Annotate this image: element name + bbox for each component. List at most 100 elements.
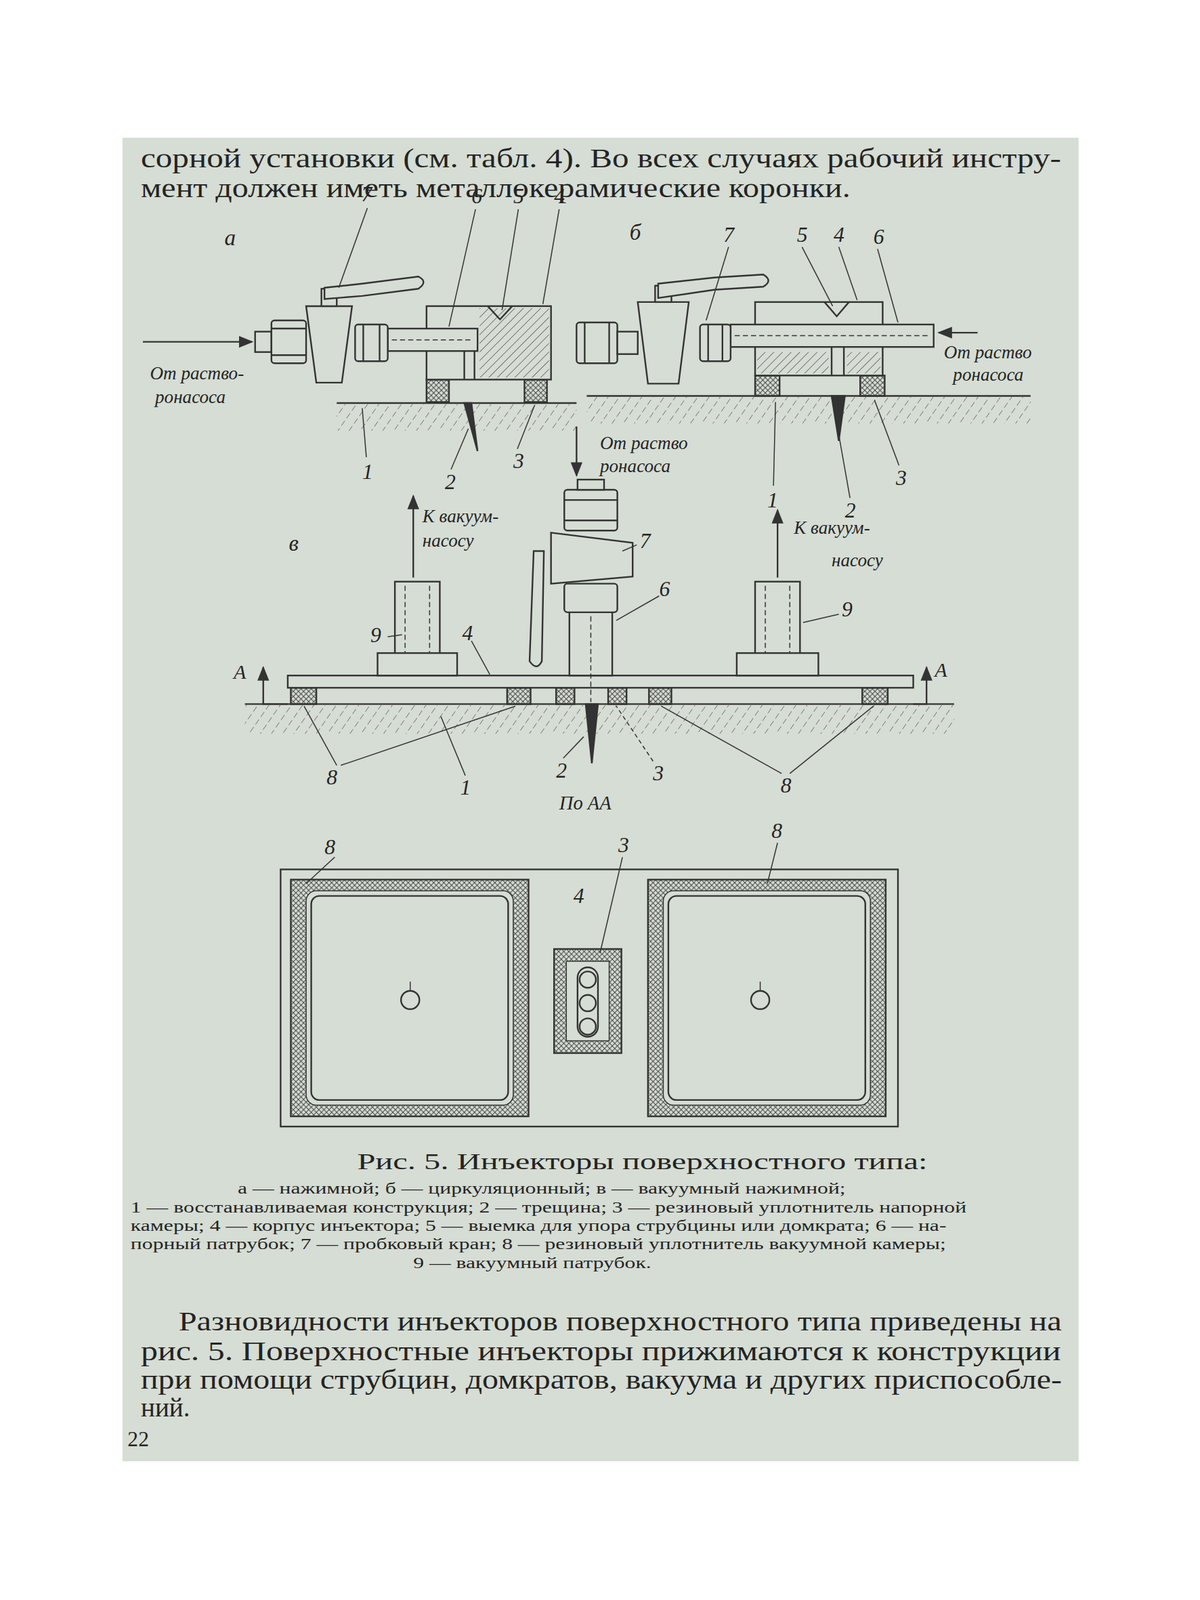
callout-number: 9 (841, 598, 853, 621)
injector-pressing-part (517, 404, 535, 449)
page-number: 22 (127, 1428, 149, 1450)
injector-vacuum-part (648, 687, 672, 704)
injector-vacuum-part (507, 687, 531, 704)
injector-vacuum-part (913, 667, 928, 704)
injector-vacuum-part (340, 705, 516, 765)
flow-label: К вакуум- (793, 518, 870, 537)
injector-vacuum-part (622, 544, 637, 551)
plan-view-part (400, 990, 420, 1010)
injector-circulating-part (831, 395, 846, 441)
legend-line: 9 — вакуумный патрубок. (413, 1255, 651, 1272)
injector-pressing-part (464, 402, 479, 452)
callout-number: 8 (780, 775, 792, 798)
injector-vacuum-part (616, 705, 653, 761)
injector-circulating-part (721, 324, 724, 361)
injector-vacuum-part (803, 614, 840, 623)
flow-label: От раство (600, 433, 689, 452)
injector-vacuum-part (304, 705, 337, 765)
injector-vacuum-part (564, 489, 617, 531)
injector-pressing-part (451, 428, 469, 470)
injector-vacuum-part (776, 509, 779, 577)
injector-pressing-part (392, 339, 473, 341)
injector-circulating-part (730, 324, 934, 347)
callout-number: 6 (471, 185, 483, 208)
callout-number: 4 (553, 185, 565, 208)
plan-view-part (579, 1017, 596, 1035)
flow-label: От раство- (149, 364, 244, 383)
injector-vacuum-part (755, 581, 800, 655)
injector-vacuum-part (377, 652, 458, 676)
injector-circulating-part (877, 249, 898, 323)
injector-circulating-part (874, 400, 899, 466)
plan-view-part (566, 960, 609, 1041)
injector-circulating-part (734, 335, 929, 337)
flow-label: К вакуум- (422, 507, 499, 526)
callout-number: 5 (513, 185, 525, 208)
injector-vacuum-part (789, 585, 791, 653)
figure-caption: Рис. 5. Инъекторы поверхностного типа: (356, 1149, 928, 1174)
injector-vacuum-part (290, 687, 317, 704)
plan-view-part (662, 890, 871, 1105)
injector-pressing-part (501, 209, 519, 311)
legend-line: а — нажимной; б — циркуляционный; в — ва… (237, 1181, 846, 1197)
injector-vacuum-part (585, 703, 598, 763)
injector-pressing-part (473, 350, 475, 380)
injector-vacuum-part (660, 705, 782, 773)
injector-vacuum-part (563, 736, 584, 759)
injector-pressing-part (362, 408, 367, 458)
flow-label: ронасоса (155, 387, 226, 406)
callout-number: 8 (771, 820, 783, 842)
injector-circulating-part (707, 324, 710, 361)
injector-vacuum-part (471, 640, 490, 675)
injector-circulating-part (608, 322, 610, 363)
section-letter: А (934, 658, 947, 680)
plan-view-part (306, 856, 335, 884)
callout-number: 3 (618, 834, 630, 856)
injector-pressing-part (448, 209, 476, 327)
injector-pressing-part (378, 324, 380, 361)
callout-number: 6 (658, 578, 670, 600)
injector-vacuum-part (404, 585, 406, 653)
injector-circulating-part (824, 302, 849, 317)
injector-vacuum-part (736, 652, 819, 676)
injector-vacuum-part (245, 702, 955, 705)
callout-number: 2 (555, 759, 567, 782)
injector-vacuum-part (608, 687, 627, 704)
injector-pressing-part (271, 320, 307, 363)
plan-view-part (767, 842, 778, 884)
injector-vacuum-part (412, 495, 414, 578)
callout-number: 3 (652, 763, 664, 785)
plan-view-part (759, 981, 762, 991)
injector-vacuum-part (551, 532, 634, 584)
section-letter: А (233, 660, 246, 682)
injector-circulating-part (839, 247, 858, 300)
plan-view-part (648, 879, 886, 1117)
injector-pressing-part (524, 379, 547, 402)
injector-vacuum-part (263, 667, 288, 704)
body-text: Разновидности инъекторов поверхностного … (178, 1309, 1062, 1336)
injector-circulating (576, 247, 1031, 499)
injector-circulating-part (617, 331, 638, 355)
injector-pressing-part (271, 327, 307, 330)
injector-vacuum-part (245, 704, 955, 734)
injector-pressing-part (543, 209, 560, 305)
injector-pressing-part (388, 328, 479, 351)
callout-number: 1 (767, 489, 779, 512)
injector-vacuum-part (555, 687, 575, 704)
injector-vacuum-part (429, 585, 431, 653)
injector-vacuum-part (789, 705, 874, 773)
callout-number: 8 (326, 767, 338, 789)
injector-vacuum-part (862, 687, 888, 704)
injector-pressing-part (354, 324, 388, 361)
injector-pressing (142, 207, 577, 470)
injector-pressing-part (306, 306, 353, 383)
flow-label: От раство (944, 342, 1033, 361)
injector-circulating-part (839, 434, 851, 498)
injector-circulating-part (586, 394, 1031, 397)
injector-pressing-part (463, 350, 465, 380)
injector-circulating-part (586, 396, 1031, 424)
plan-view-part (751, 990, 770, 1010)
plan-view-part (579, 971, 596, 988)
injector-vacuum-part (388, 634, 403, 637)
section-title: По АА (559, 792, 612, 812)
